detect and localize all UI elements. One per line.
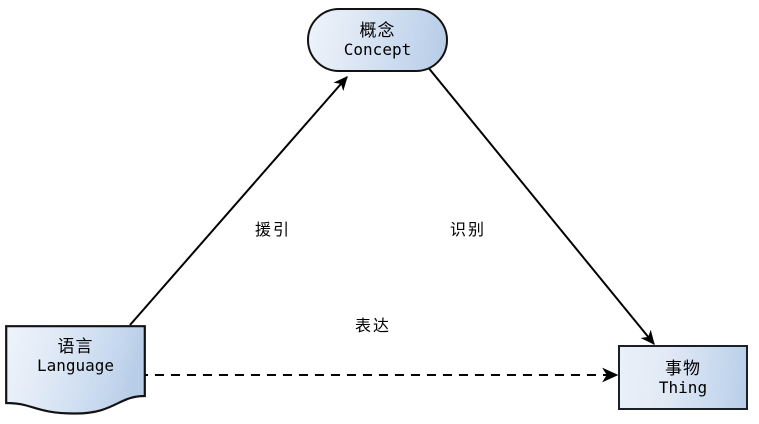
node-language[interactable]: 语言 Language	[5, 325, 146, 415]
edge-label-language-to-thing: 表达	[355, 318, 392, 335]
node-thing-label-cn: 事物	[665, 358, 701, 378]
edge-label-concept-to-thing: 识别	[450, 222, 487, 239]
node-language-label-en: Language	[36, 356, 115, 376]
edge-concept-to-thing	[426, 65, 655, 345]
node-thing-label-en: Thing	[658, 377, 708, 397]
node-thing[interactable]: 事物 Thing	[618, 345, 748, 410]
node-language-label-cn: 语言	[57, 337, 94, 356]
node-language-label: 语言 Language	[5, 337, 146, 375]
node-concept-label-en: Concept	[343, 40, 412, 60]
node-concept-label-cn: 概念	[359, 21, 396, 41]
node-concept[interactable]: 概念 Concept	[307, 8, 448, 72]
edge-language-to-concept	[129, 76, 348, 326]
document-shape-icon	[5, 325, 146, 415]
edge-label-language-to-concept: 援引	[255, 222, 292, 239]
